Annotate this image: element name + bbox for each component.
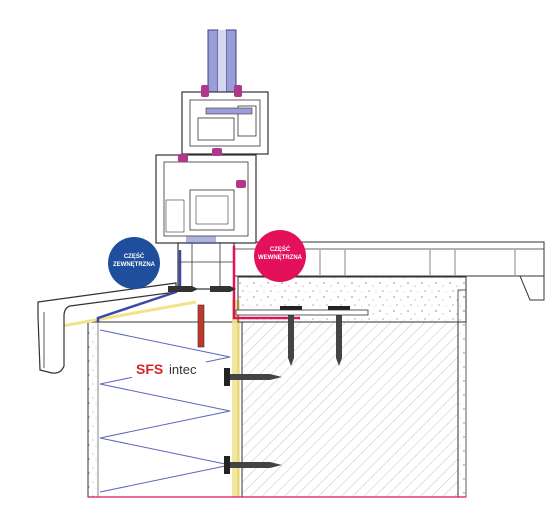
outer-badge-line2: ZEWNĘTRZNA [113, 262, 156, 268]
masonry-wall [241, 321, 459, 498]
inner-badge-line2: WEWNĘTRZNA [258, 255, 303, 261]
sill-support-plate [235, 309, 369, 316]
glass-pane [207, 29, 237, 101]
outer-badge-line1: CZĘŚĆ [124, 252, 145, 260]
external-windowsill [37, 282, 177, 374]
inner-membrane [232, 246, 300, 320]
outer-part-badge: CZĘŚĆ ZEWNĘTRZNA [108, 237, 160, 289]
sfs-intec-logo: SFS intec [132, 356, 206, 380]
inner-part-badge: CZĘŚĆ WEWNĘTRZNA [254, 230, 306, 282]
thermal-insulation [87, 321, 239, 498]
logo-brand: SFS [136, 361, 163, 377]
inner-badge-line1: CZĘŚĆ [270, 245, 291, 253]
anchor-screw-icon [168, 286, 350, 474]
window-profile-icon [155, 85, 269, 290]
logo-suffix: intec [169, 362, 197, 377]
